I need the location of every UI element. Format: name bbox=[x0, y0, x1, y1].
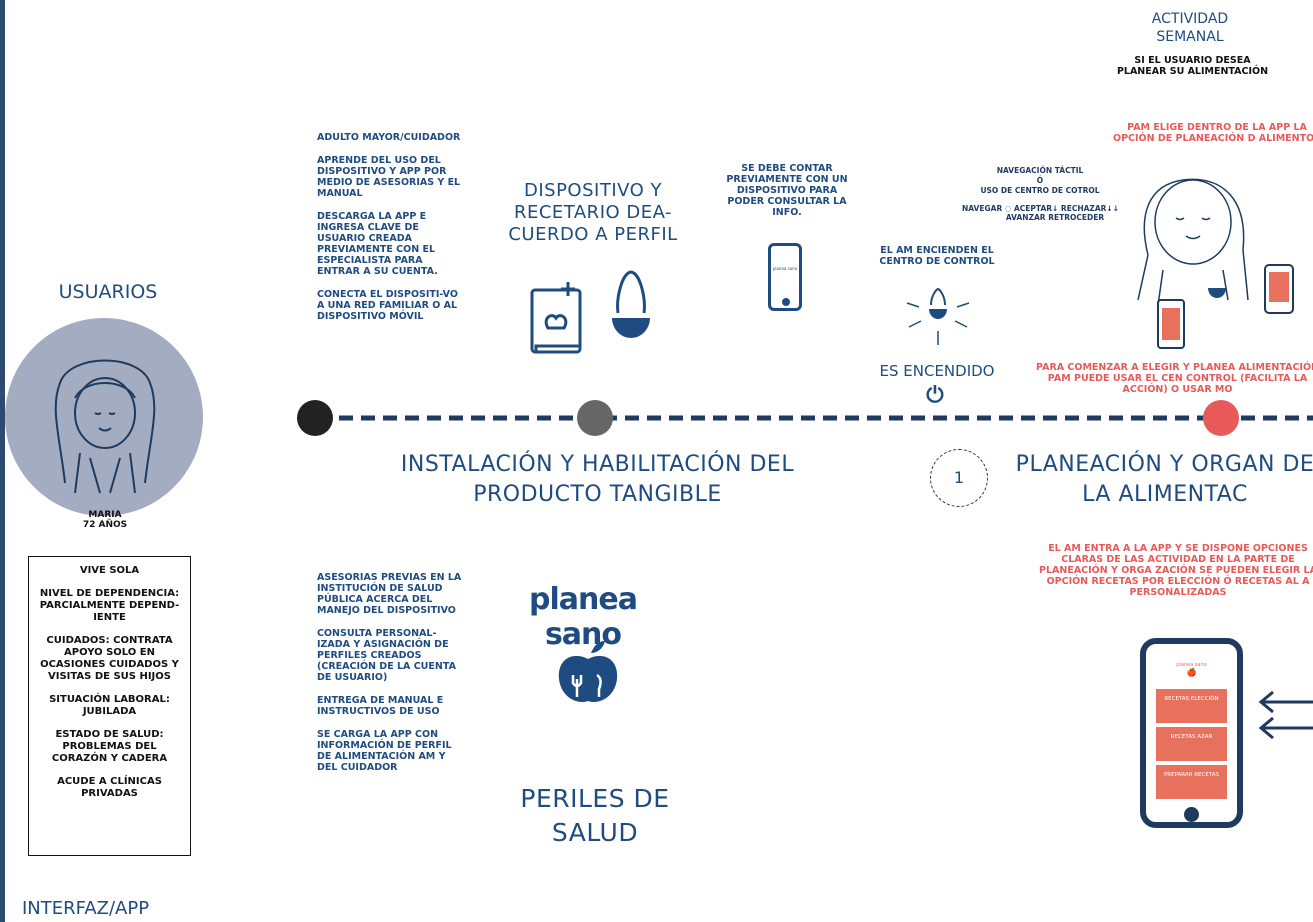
arrows-icon bbox=[1255, 690, 1313, 754]
left-border bbox=[0, 0, 5, 922]
am-entra-note: EL AM ENTRA A LA APP Y SE DISPONE OPCION… bbox=[1039, 543, 1313, 598]
profile-item: ESTADO DE SALUD: PROBLEMAS DEL CORAZÓN Y… bbox=[51, 729, 168, 764]
home-button-icon bbox=[1184, 807, 1199, 822]
woman-face-icon bbox=[54, 359, 156, 494]
stage2-title: PLANEACIÓN Y ORGAN DE LA ALIMENTAC bbox=[1015, 452, 1313, 507]
timeline bbox=[297, 400, 1313, 436]
app-brand: planea sano bbox=[1176, 662, 1207, 668]
nav-tactil: NAVEGACIÓN TÁCTIL bbox=[996, 166, 1084, 175]
nav-centro: USO DE CENTRO DE COTROL bbox=[980, 186, 1100, 195]
actividad-heading: ACTIVIDAD SEMANAL bbox=[1151, 11, 1229, 45]
profile-item: VIVE SOLA bbox=[79, 565, 140, 576]
profile-item: CUIDADOS: CONTRATA APOYO SOLO EN OCASION… bbox=[40, 635, 179, 682]
app-apple-icon: 🍎 bbox=[1186, 668, 1197, 677]
recetas-eleccion-button[interactable]: RECETAS ELECCIÓN bbox=[1156, 689, 1227, 723]
brand-logo: planea sano bbox=[529, 582, 638, 652]
pam-illustration bbox=[1118, 160, 1313, 354]
stage1-top-list: ADULTO MAYOR/CUIDADOR APRENDE DEL USO DE… bbox=[317, 132, 467, 334]
list-item: ENTREGA DE MANUAL E INSTRUCTIVOS DE USO bbox=[317, 695, 444, 717]
recipe-book-icon bbox=[528, 270, 588, 360]
persona-avatar bbox=[5, 318, 203, 516]
profile-item: NIVEL DE DEPENDENCIA: PARCIALMENTE DEPEN… bbox=[39, 588, 180, 623]
power-icon: ⏻ bbox=[926, 383, 944, 408]
stage-number-badge: 1 bbox=[930, 449, 988, 507]
interfaz-heading: INTERFAZ/APP bbox=[22, 898, 150, 919]
apple-logo-icon bbox=[553, 637, 623, 711]
para-comenzar-note: PARA COMENZAR A ELEGIR Y PLANEA ALIMENTA… bbox=[1036, 362, 1313, 395]
timeline-dot-1 bbox=[297, 400, 333, 436]
list-item: CONECTA EL DISPOSITI-VO A UNA RED FAMILI… bbox=[317, 289, 458, 322]
list-item: CONSULTA PERSONAL-IZADA Y ASIGNACIÓN DE … bbox=[317, 628, 456, 683]
am-note: EL AM ENCIENDEN EL CENTRO DE CONTROL bbox=[879, 245, 995, 267]
profile-box: VIVE SOLA NIVEL DE DEPENDENCIA: PARCIALM… bbox=[28, 556, 191, 856]
list-item: ADULTO MAYOR/CUIDADOR bbox=[317, 132, 461, 143]
bulb-device-icon bbox=[606, 268, 656, 352]
nav-keys-2: AVANZAR RETROCEDER bbox=[1005, 213, 1105, 222]
recetas-azar-button[interactable]: RECETAS AZAR bbox=[1156, 727, 1227, 761]
profile-item: SITUACIÓN LABORAL: JUBILADA bbox=[49, 694, 170, 717]
nav-keys: NAVEGAR ◌ ACEPTAR↓ RECHAZAR↓↓ bbox=[961, 204, 1119, 213]
actividad-sub: SI EL USUARIO DESEA PLANEAR SU ALIMENTAC… bbox=[1116, 55, 1269, 77]
encendido-label: ES ENCENDIDO bbox=[879, 362, 995, 380]
persona-name: MARIA bbox=[88, 510, 122, 520]
control-center-icon bbox=[903, 283, 973, 357]
pam-elige-note: PAM ELIGE DENTRO DE LA APP LA OPCIÓN DE … bbox=[1113, 122, 1313, 144]
list-item: APRENDE DEL USO DEL DISPOSITIVO Y APP PO… bbox=[317, 155, 461, 199]
phone-icon: planea sano bbox=[768, 243, 802, 311]
list-item: ASESORIAS PREVIAS EN LA INSTITUCIÓN DE S… bbox=[317, 572, 462, 616]
list-item: DESCARGA LA APP E INGRESA CLAVE DE USUAR… bbox=[317, 211, 438, 277]
timeline-dot-2 bbox=[577, 400, 613, 436]
home-button-icon bbox=[782, 298, 790, 306]
nav-o: Ó bbox=[1036, 176, 1044, 185]
timeline-dot-3 bbox=[1203, 400, 1239, 436]
stage1-bottom-list: ASESORIAS PREVIAS EN LA INSTITUCIÓN DE S… bbox=[317, 572, 467, 785]
perfiles-heading: PERILES DE SALUD bbox=[520, 784, 670, 847]
profile-item: ACUDE A CLÍNICAS PRIVADAS bbox=[57, 776, 162, 799]
usuarios-heading: USUARIOS bbox=[58, 281, 158, 303]
dispositivo-heading: DISPOSITIVO Y RECETARIO DEA-CUERDO A PER… bbox=[508, 180, 678, 245]
phone-brand: planea sano bbox=[772, 266, 798, 271]
app-phone: planea sano 🍎 RECETAS ELECCIÓN RECETAS A… bbox=[1140, 638, 1243, 828]
stage1-title: INSTALACIÓN Y HABILITACIÓN DEL PRODUCTO … bbox=[400, 452, 795, 507]
list-item: SE CARGA LA APP CON INFORMACIÓN DE PERFI… bbox=[317, 729, 452, 773]
preparar-recetas-button[interactable]: PREPARAR RECETAS bbox=[1156, 765, 1227, 799]
device-note: SE DEBE CONTAR PREVIAMENTE CON UN DISPOS… bbox=[726, 163, 848, 218]
persona-age: 72 AÑOS bbox=[82, 520, 128, 530]
